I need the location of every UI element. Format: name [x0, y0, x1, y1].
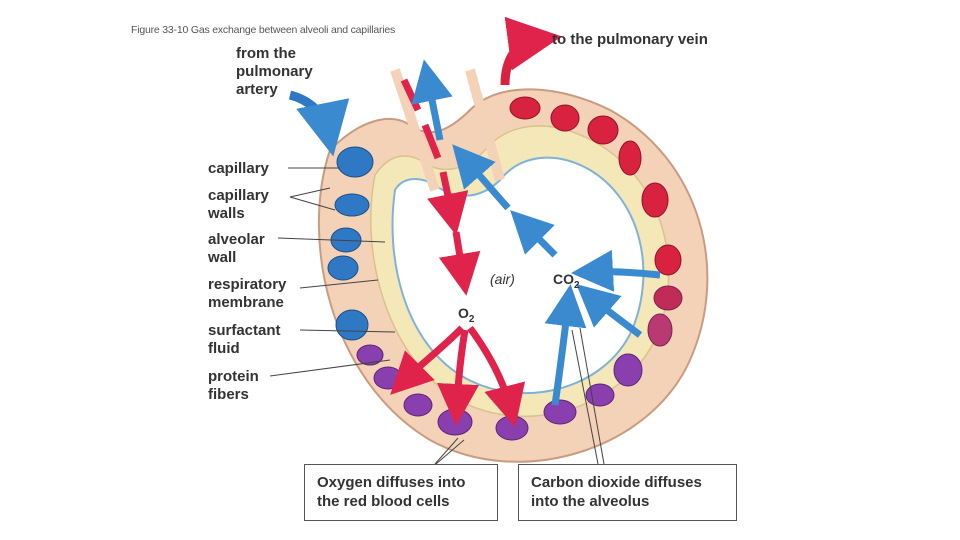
blood-cell [653, 285, 683, 311]
co2-diffusion-arrows [544, 249, 661, 406]
label-alveolar-wall: alveolar wall [208, 231, 265, 266]
blood-cell [654, 244, 682, 276]
blood-cell [327, 255, 359, 281]
o2-inflow-arrows [400, 78, 481, 296]
deoxygenated-cells [327, 146, 374, 341]
label-capillary: capillary [208, 160, 269, 177]
label-air: (air) [490, 271, 515, 287]
blood-cell [509, 96, 541, 120]
blood-cell [647, 313, 673, 347]
label-surfactant-fluid: surfactant fluid [208, 322, 281, 357]
o2-subscript: 2 [468, 313, 475, 325]
label-respiratory-membrane: respiratory membrane [208, 276, 287, 311]
co2-symbol: CO [553, 271, 574, 287]
blood-cell [495, 415, 529, 441]
blood-cell [336, 146, 374, 178]
label-from-pulmonary-artery: from the pulmonary artery [236, 45, 313, 98]
co2-subscript: 2 [574, 279, 580, 291]
caption-oxygen: Oxygen diffuses into the red blood cells [304, 464, 498, 521]
blood-cell [587, 115, 619, 145]
venous-flow-arrow [500, 16, 562, 86]
oxygenated-cells [509, 96, 683, 311]
blood-cell [356, 344, 384, 366]
label-to-pulmonary-vein: to the pulmonary vein [552, 31, 708, 48]
label-co2: CO2 [553, 271, 580, 291]
label-o2: O2 [458, 305, 474, 325]
figure-title: Figure 33-10 Gas exchange between alveol… [131, 24, 396, 36]
co2-outflow-arrows [411, 59, 558, 258]
blood-cell [618, 140, 642, 176]
blood-cell [403, 393, 433, 417]
blood-cell [543, 399, 577, 425]
blood-cell [550, 104, 580, 132]
blood-cell [334, 193, 370, 217]
blood-cell [373, 366, 403, 390]
blood-cell [437, 408, 473, 436]
o2-symbol: O [458, 305, 469, 321]
blood-cell [613, 353, 643, 387]
blood-cell [641, 182, 669, 218]
o2-diffusion-arrows [390, 325, 526, 428]
label-capillary-walls: capillary walls [208, 187, 269, 222]
leader-lines [269, 167, 605, 465]
blood-cell [335, 309, 369, 341]
arterial-flow-arrow [288, 90, 350, 157]
label-protein-fibers: protein fibers [208, 368, 259, 403]
caption-carbon-dioxide: Carbon dioxide diffuses into the alveolu… [518, 464, 737, 521]
